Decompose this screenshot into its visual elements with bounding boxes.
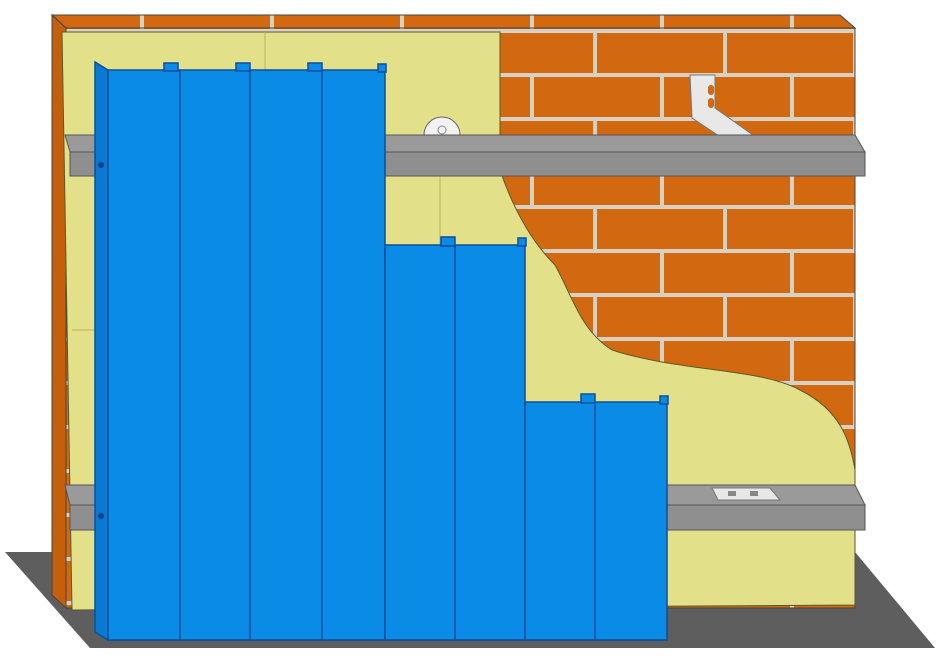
panel-edge: [94, 60, 109, 642]
panel-group-short: [524, 401, 668, 641]
panel-group-tall: [107, 69, 386, 641]
bottom-bracket-icon: [711, 487, 782, 501]
facade-panels: [94, 60, 669, 642]
insulation-dowel: [423, 116, 461, 136]
brick-wall-side: [51, 13, 67, 610]
brick-wall-top: [50, 14, 857, 29]
